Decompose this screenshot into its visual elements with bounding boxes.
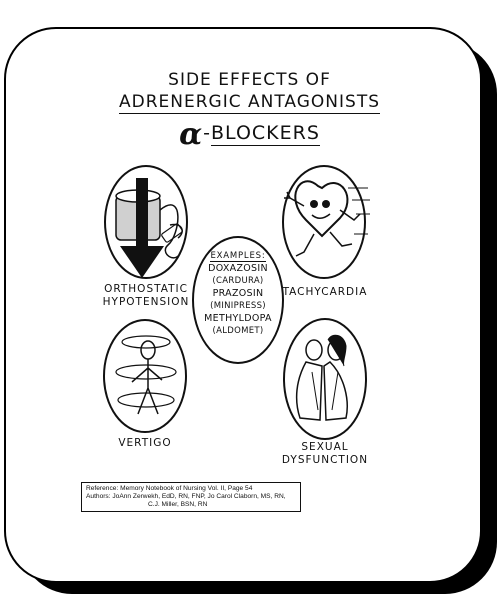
orthostatic-label-line-2: HYPOTENSION [102, 296, 190, 308]
tachycardia-label: TACHYCARDIA [270, 286, 380, 299]
drug-brand: (CARDURA) [212, 276, 264, 286]
reference-line-1: Reference: Memory Notebook of Nursing Vo… [86, 485, 253, 492]
alpha-symbol: α [179, 117, 204, 152]
title-line-2-text: ADRENERGIC ANTAGONISTS [119, 92, 380, 114]
vertigo-label-text: VERTIGO [118, 437, 172, 449]
sexual-label-line-1: SEXUAL [301, 441, 349, 453]
title-line-3: α-BLOCKERS [179, 117, 320, 152]
tachycardia-label-text: TACHYCARDIA [282, 286, 368, 298]
drug-name: PRAZOSIN [212, 287, 264, 299]
title-line-1: SIDE EFFECTS OF [168, 70, 331, 90]
orthostatic-hypotension-label: ORTHOSTATIC HYPOTENSION [96, 283, 196, 309]
blood-pressure-cuff-icon [104, 165, 188, 279]
running-heart-icon [282, 165, 370, 279]
examples-heading-text: EXAMPLES: [210, 251, 266, 262]
dizzy-figure-icon [103, 319, 187, 433]
sexual-dysfunction-label: SEXUAL DYSFUNCTION [270, 441, 380, 467]
drug-name: DOXAZOSIN [208, 262, 268, 274]
title-line-2: ADRENERGIC ANTAGONISTS [0, 92, 499, 114]
reference-line-2: Authors: JoAnn Zerwekh, EdD, RN, FNP, Jo… [86, 493, 286, 501]
vertigo-label: VERTIGO [100, 437, 190, 450]
drug-name: METHYLDOPA [204, 312, 272, 324]
reference-line-3: C.J. Miller, BSN, RN [148, 501, 208, 509]
sexual-label-line-2: DYSFUNCTION [281, 454, 369, 466]
couple-icon [283, 318, 367, 440]
examples-heading: EXAMPLES: [192, 250, 284, 263]
drug-brand: (ALDOMET) [212, 326, 264, 336]
drug-brand: (MINIPRESS) [210, 301, 266, 311]
examples-list: EXAMPLES: DOXAZOSIN (CARDURA) PRAZOSIN (… [192, 250, 284, 338]
orthostatic-label-line-1: ORTHOSTATIC [104, 283, 188, 295]
reference-box: Reference: Memory Notebook of Nursing Vo… [81, 482, 301, 512]
blockers-text: BLOCKERS [211, 122, 320, 146]
examples-oval [192, 236, 284, 364]
